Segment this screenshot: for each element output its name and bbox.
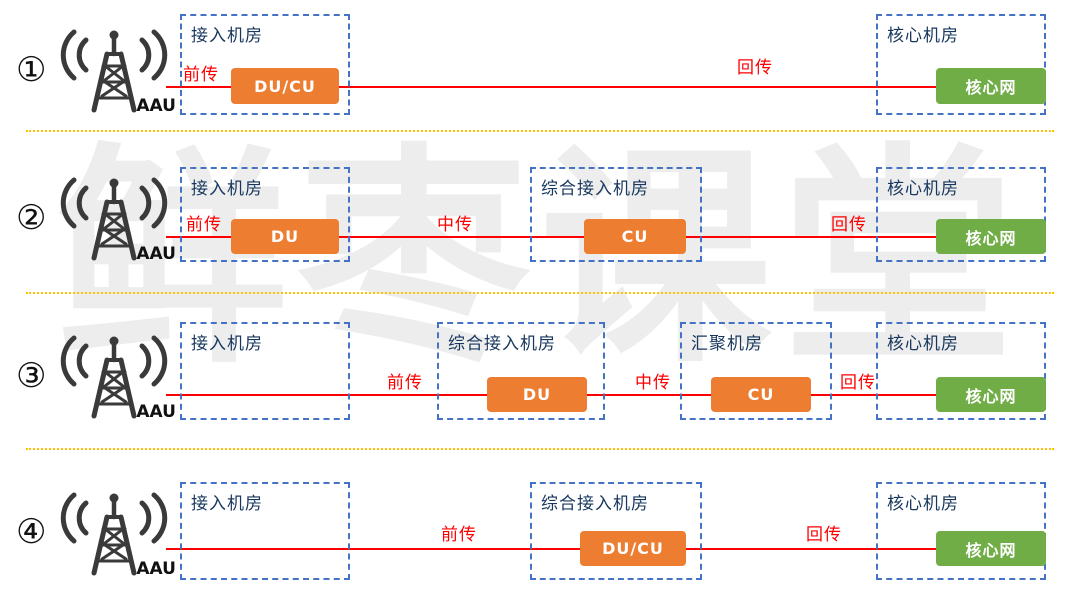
room-label: 综合接入机房: [541, 494, 649, 514]
du-cu-node: DU/CU: [580, 531, 686, 566]
row-3-number: ③: [16, 356, 47, 396]
fronthaul-label: 前传: [387, 373, 423, 393]
room-label: 接入机房: [191, 26, 263, 46]
aau-station: AAU: [58, 330, 176, 422]
room-label: 综合接入机房: [541, 179, 649, 199]
core-room-box: 核心机房: [876, 14, 1046, 115]
backhaul-label: 回传: [831, 215, 867, 235]
core-room-box: 核心机房: [876, 322, 1046, 420]
radio-tower-icon: [60, 29, 168, 113]
transmission-line: [166, 86, 938, 88]
fronthaul-label: 前传: [441, 525, 477, 545]
core-network-node: 核心网: [936, 531, 1046, 566]
fronthaul-label: 前传: [183, 65, 219, 85]
comprehensive-access-room-box: 综合接入机房: [530, 482, 702, 580]
core-network-node: 核心网: [936, 68, 1046, 104]
aau-label: AAU: [136, 244, 176, 264]
core-network-node: 核心网: [936, 219, 1046, 254]
row-divider: [26, 292, 1054, 294]
row-4-number: ④: [16, 512, 47, 552]
row-divider: [26, 130, 1054, 132]
access-room-box: 接入机房: [180, 322, 350, 420]
room-label: 接入机房: [191, 179, 263, 199]
row-2-number: ②: [16, 198, 47, 238]
midhaul-label: 中传: [437, 215, 473, 235]
core-room-box: 核心机房: [876, 482, 1046, 580]
access-room-box: 接入机房: [180, 167, 350, 262]
row-1-number: ①: [16, 50, 47, 90]
watermark-text: 鲜枣课堂: [55, 124, 1024, 394]
transmission-line: [166, 236, 938, 238]
cu-node: CU: [711, 377, 811, 412]
room-label: 核心机房: [887, 179, 959, 199]
aau-label: AAU: [136, 559, 176, 579]
transmission-line: [166, 548, 938, 550]
room-label: 接入机房: [191, 334, 263, 354]
cu-node: CU: [584, 219, 686, 254]
room-label: 核心机房: [887, 334, 959, 354]
aau-label: AAU: [136, 96, 176, 116]
room-label: 核心机房: [887, 26, 959, 46]
radio-tower-icon: [60, 335, 168, 419]
aau-station: AAU: [58, 487, 176, 579]
aau-station: AAU: [58, 172, 176, 264]
du-cu-node: DU/CU: [231, 68, 339, 104]
radio-tower-icon: [60, 492, 168, 576]
backhaul-label: 回传: [806, 525, 842, 545]
room-label: 汇聚机房: [691, 334, 763, 354]
room-label: 接入机房: [191, 494, 263, 514]
access-room-box: 接入机房: [180, 482, 350, 580]
du-node: DU: [231, 219, 339, 254]
backhaul-label: 回传: [840, 373, 876, 393]
access-room-box: 接入机房: [180, 14, 350, 115]
comprehensive-access-room-box: 综合接入机房: [437, 322, 605, 420]
midhaul-label: 中传: [635, 373, 671, 393]
fronthaul-label: 前传: [186, 215, 222, 235]
radio-tower-icon: [60, 177, 168, 261]
comprehensive-access-room-box: 综合接入机房: [530, 167, 702, 262]
core-network-node: 核心网: [936, 377, 1046, 412]
backhaul-label: 回传: [737, 58, 773, 78]
row-divider: [26, 448, 1054, 450]
du-node: DU: [487, 377, 587, 412]
core-room-box: 核心机房: [876, 167, 1046, 262]
room-label: 综合接入机房: [448, 334, 556, 354]
aggregation-room-box: 汇聚机房: [680, 322, 832, 420]
aau-station: AAU: [58, 24, 176, 116]
room-label: 核心机房: [887, 494, 959, 514]
aau-label: AAU: [136, 402, 176, 422]
